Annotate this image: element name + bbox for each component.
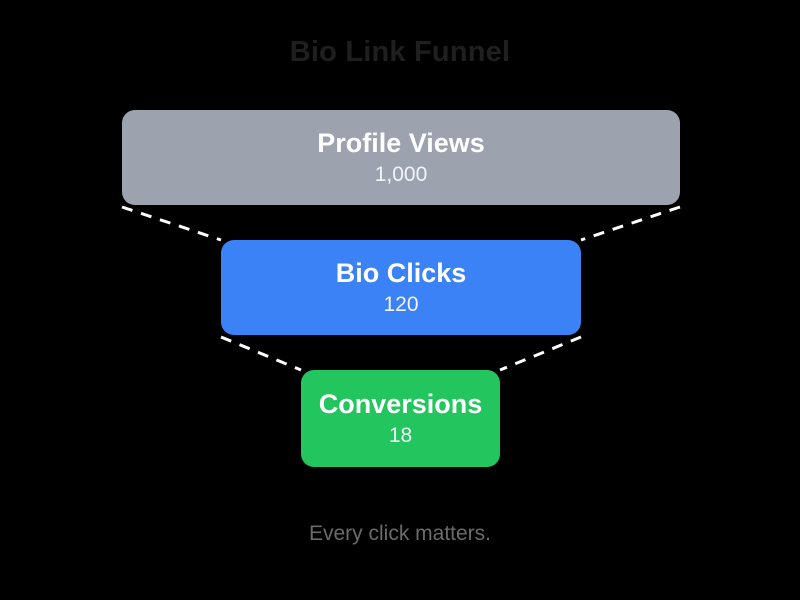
funnel-stage[interactable]: Conversions 18 [301, 370, 500, 467]
funnel-stage-value: 1,000 [374, 163, 428, 186]
funnel-stage-value: 120 [383, 293, 419, 316]
funnel-connector-line [499, 335, 582, 372]
funnel-stage-value: 18 [388, 424, 413, 447]
funnel-stage-label: Conversions [318, 389, 483, 419]
funnel-connector-line [220, 335, 302, 372]
funnel-stage[interactable]: Bio Clicks 120 [221, 240, 581, 335]
funnel-connector-line [121, 205, 222, 242]
chart-footer: Every click matters. [308, 522, 492, 545]
funnel-connector-line [580, 205, 681, 242]
chart-title: Bio Link Funnel [289, 36, 511, 68]
funnel-stage-label: Bio Clicks [335, 258, 467, 288]
funnel-stage[interactable]: Profile Views 1,000 [122, 110, 680, 205]
funnel-stage-label: Profile Views [317, 128, 485, 158]
